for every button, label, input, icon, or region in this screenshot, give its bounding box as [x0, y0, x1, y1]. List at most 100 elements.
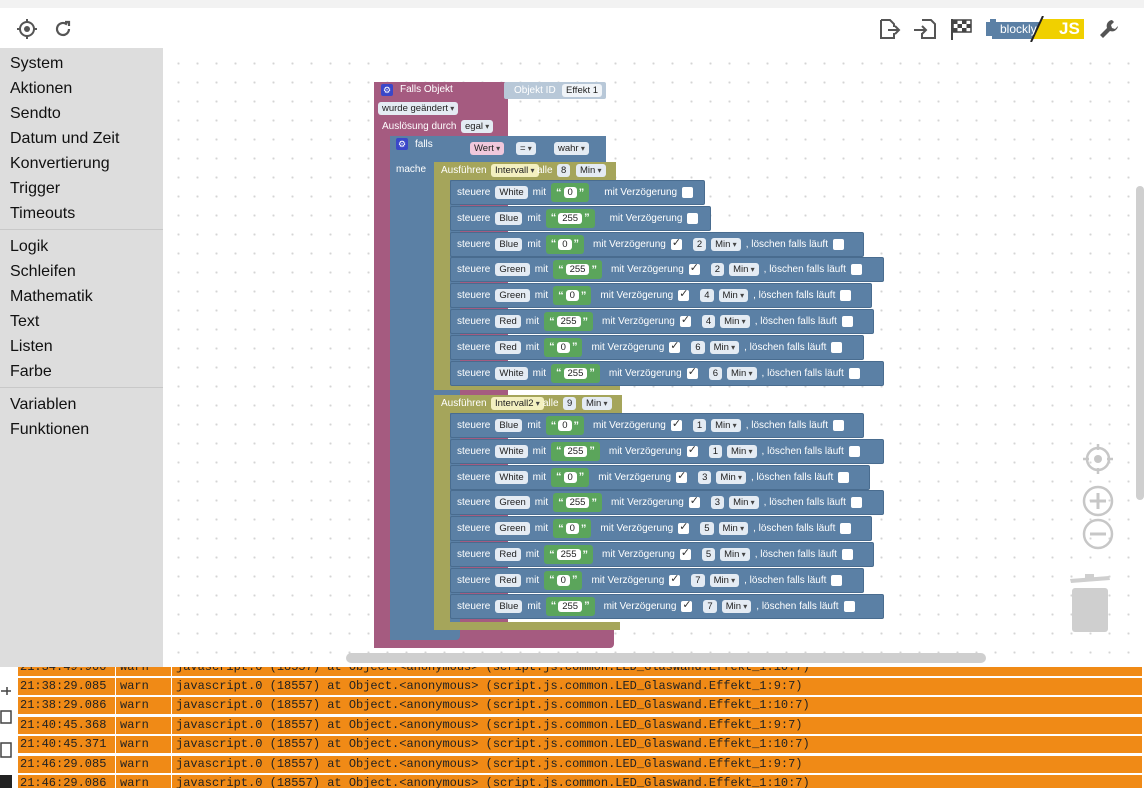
- interval-unit-dropdown[interactable]: Min: [582, 397, 612, 410]
- delay-unit-dropdown[interactable]: Min: [711, 419, 741, 432]
- target-dropdown[interactable]: Blue: [495, 419, 523, 432]
- clear-running-checkbox[interactable]: [841, 549, 853, 560]
- checkered-flag-icon[interactable]: [948, 16, 974, 42]
- vertical-scrollbar[interactable]: [1136, 186, 1144, 500]
- sidebar-category-timeouts[interactable]: Timeouts: [10, 205, 76, 222]
- string-value-block[interactable]: “255”: [545, 208, 595, 228]
- string-value-block[interactable]: “255”: [545, 596, 595, 616]
- zoom-in-icon[interactable]: [1082, 485, 1114, 522]
- loop-name-dropdown[interactable]: Intervall2: [491, 397, 544, 410]
- clear-running-checkbox[interactable]: [831, 574, 843, 586]
- target-dropdown[interactable]: Green: [495, 522, 530, 536]
- clear-running-checkbox[interactable]: [831, 341, 843, 353]
- delay-checkbox[interactable]: [686, 443, 698, 457]
- target-dropdown[interactable]: Red: [495, 548, 521, 561]
- wahr-dropdown[interactable]: wahr: [554, 142, 589, 155]
- trigger-dropdown[interactable]: wurde geändert: [378, 102, 459, 115]
- string-value-block[interactable]: “0”: [553, 286, 592, 306]
- interval-value[interactable]: 8: [557, 164, 571, 177]
- delay-unit-dropdown[interactable]: Min: [716, 470, 746, 484]
- string-value[interactable]: 255: [563, 445, 588, 457]
- delay-checkbox[interactable]: [678, 287, 690, 302]
- delay-value[interactable]: 6: [691, 340, 705, 354]
- string-value[interactable]: 0: [558, 238, 572, 250]
- target-dropdown[interactable]: Red: [495, 573, 521, 587]
- target-dropdown[interactable]: Red: [495, 315, 521, 328]
- delay-unit-dropdown[interactable]: Min: [726, 366, 757, 380]
- target-dropdown[interactable]: Blue: [495, 599, 523, 613]
- string-value[interactable]: 255: [556, 316, 581, 327]
- delay-unit-dropdown[interactable]: Min: [718, 289, 749, 303]
- delay-checkbox[interactable]: [670, 236, 682, 250]
- string-value-block[interactable]: “0”: [545, 234, 585, 254]
- string-value-block[interactable]: “0”: [551, 467, 590, 487]
- export-icon[interactable]: [876, 16, 902, 42]
- delay-checkbox[interactable]: [679, 313, 691, 327]
- sidebar-category-variablen[interactable]: Variablen: [10, 396, 77, 413]
- target-dropdown[interactable]: Green: [495, 289, 530, 303]
- delay-unit-dropdown[interactable]: Min: [711, 237, 741, 251]
- delay-unit-dropdown[interactable]: Min: [720, 548, 750, 561]
- delay-checkbox[interactable]: [681, 598, 693, 612]
- clear-running-checkbox[interactable]: [850, 264, 862, 276]
- string-value[interactable]: 0: [565, 523, 579, 535]
- delay-value[interactable]: 5: [701, 548, 716, 561]
- clear-running-checkbox[interactable]: [850, 497, 862, 509]
- delay-value[interactable]: 4: [700, 289, 714, 303]
- sidebar-category-mathematik[interactable]: Mathematik: [10, 288, 93, 305]
- string-value[interactable]: 255: [563, 367, 588, 379]
- event-settings-icon[interactable]: ⚙: [381, 84, 393, 96]
- delay-checkbox[interactable]: [676, 469, 688, 483]
- sidebar-category-system[interactable]: System: [10, 55, 64, 72]
- delay-value[interactable]: 3: [698, 470, 712, 484]
- delay-checkbox[interactable]: [669, 339, 681, 353]
- string-value[interactable]: 0: [563, 187, 577, 198]
- clear-running-checkbox[interactable]: [841, 316, 853, 327]
- string-value[interactable]: 0: [558, 420, 572, 431]
- string-value-block[interactable]: “255”: [544, 312, 593, 331]
- clear-running-checkbox[interactable]: [840, 523, 852, 535]
- delay-unit-dropdown[interactable]: Min: [726, 444, 757, 458]
- sidebar-category-funktionen[interactable]: Funktionen: [10, 421, 90, 438]
- target-dropdown[interactable]: Blue: [495, 211, 523, 225]
- sidebar-category-trigger[interactable]: Trigger: [10, 180, 61, 197]
- loop-block-intervall[interactable]: [434, 162, 450, 390]
- delay-checkbox[interactable]: [688, 261, 700, 276]
- interval-unit-dropdown[interactable]: Min: [576, 164, 606, 177]
- string-value-block[interactable]: “0”: [545, 416, 585, 435]
- target-dropdown[interactable]: White: [495, 470, 528, 484]
- delay-checkbox[interactable]: [688, 494, 700, 509]
- target-dropdown[interactable]: White: [495, 444, 528, 458]
- delay-value[interactable]: 3: [710, 496, 725, 510]
- delay-unit-dropdown[interactable]: Min: [709, 573, 740, 587]
- string-value-block[interactable]: “255”: [553, 493, 602, 513]
- loop-name-dropdown[interactable]: Intervall: [491, 164, 539, 177]
- target-icon[interactable]: [14, 16, 40, 42]
- wert-dropdown[interactable]: Wert: [470, 142, 505, 155]
- string-value[interactable]: 0: [563, 471, 577, 483]
- clear-running-checkbox[interactable]: [840, 290, 852, 302]
- sidebar-category-logik[interactable]: Logik: [10, 238, 49, 255]
- horizontal-scrollbar[interactable]: [346, 653, 986, 663]
- delay-value[interactable]: 2: [710, 263, 725, 277]
- string-value[interactable]: 0: [556, 341, 570, 353]
- delay-value[interactable]: 1: [692, 419, 707, 432]
- string-value-block[interactable]: “0”: [551, 183, 590, 202]
- delay-value[interactable]: 2: [692, 237, 707, 251]
- string-value-block[interactable]: “255”: [551, 363, 600, 383]
- refresh-icon[interactable]: [50, 16, 76, 42]
- interval-value[interactable]: 9: [563, 397, 577, 410]
- sidebar-category-konvertierung[interactable]: Konvertierung: [10, 155, 110, 172]
- delay-value[interactable]: 5: [700, 522, 714, 536]
- delay-checkbox[interactable]: [670, 417, 682, 431]
- trash-icon[interactable]: [1069, 574, 1111, 634]
- sidebar-category-aktionen[interactable]: Aktionen: [10, 80, 73, 97]
